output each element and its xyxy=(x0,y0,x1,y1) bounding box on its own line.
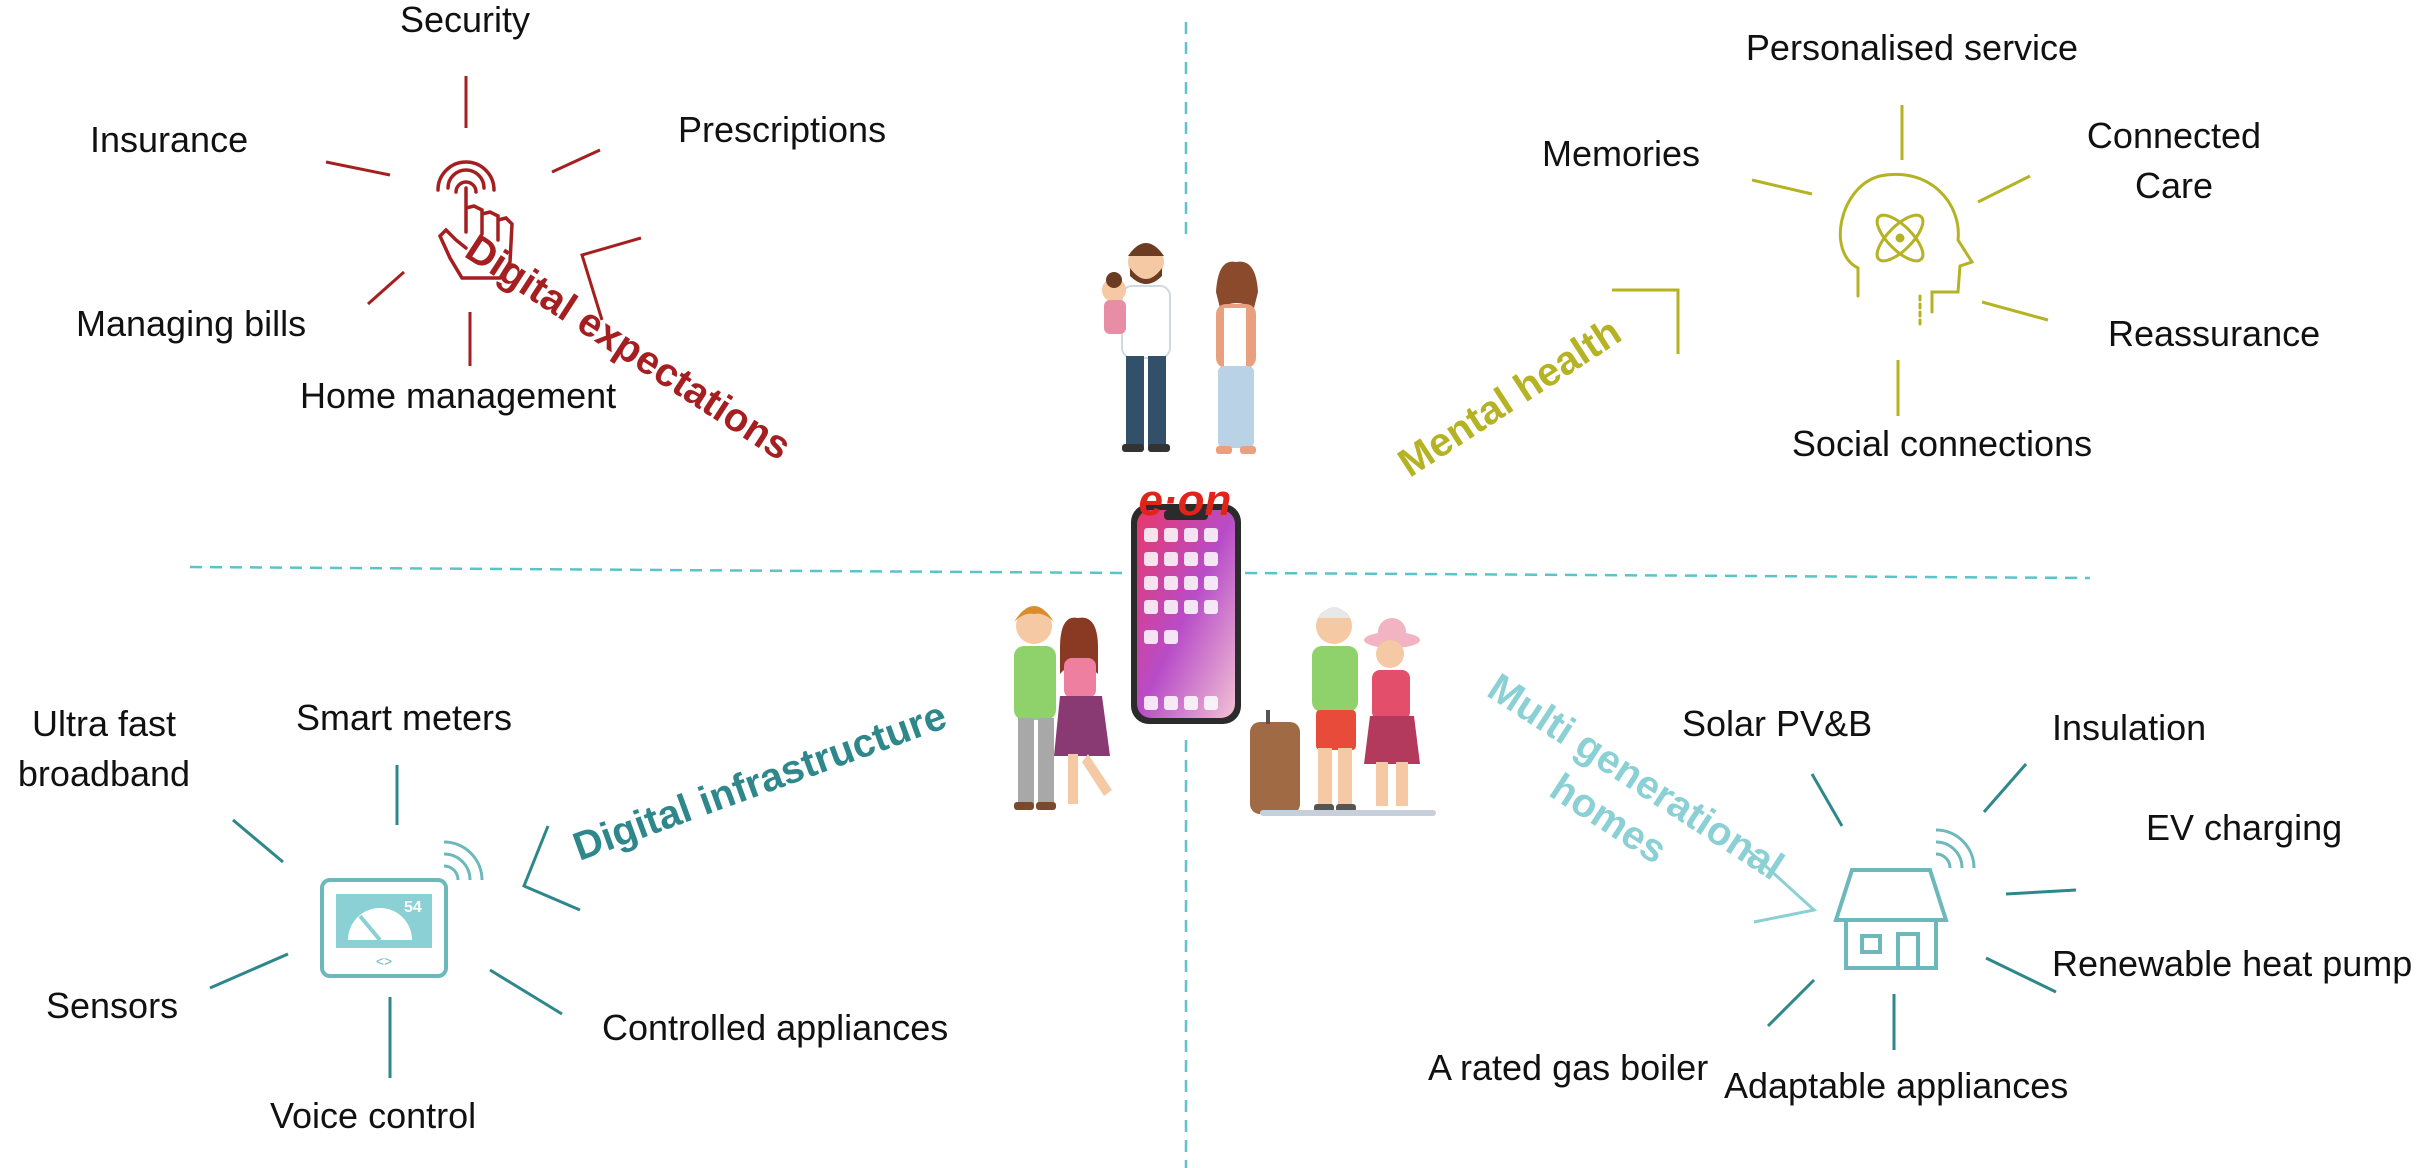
label-adaptable-appliances: Adaptable appliances xyxy=(1724,1065,2069,1106)
label-security: Security xyxy=(399,0,531,40)
label-social-connections: Social connections xyxy=(1791,423,2093,464)
touch-fingerprint-icon xyxy=(436,160,514,280)
svg-text:54: 54 xyxy=(404,899,422,916)
multi-generational-spokes xyxy=(1766,763,2077,1050)
label-renewable-heat-pump: Renewable heat pump xyxy=(2052,943,2413,984)
digital-infrastructure-spokes xyxy=(209,765,581,1078)
label-home-management: Home management xyxy=(300,375,617,416)
label-voice-control: Voice control xyxy=(270,1095,477,1136)
label-insurance: Insurance xyxy=(90,119,249,160)
label-sensors: Sensors xyxy=(46,985,179,1026)
smart-meter-icon: 54 <> xyxy=(320,840,484,978)
label-solar-pvb: Solar PV&B xyxy=(1682,703,1873,744)
quadrant-dividers xyxy=(189,22,2091,1168)
digital-expectations-spokes xyxy=(325,76,642,366)
svg-text:<>: <> xyxy=(376,953,392,969)
label-managing-bills: Managing bills xyxy=(76,303,307,344)
label-insulation: Insulation xyxy=(2052,707,2207,748)
divider-horizontal-left xyxy=(189,565,1131,575)
label-ev-charging: EV charging xyxy=(2146,807,2343,848)
smartphone-illustration xyxy=(1131,504,1241,724)
young-couple-illustration xyxy=(1014,606,1112,810)
label-connected: Connected xyxy=(2086,115,2262,156)
label-ultra-fast: Ultra fast xyxy=(31,703,177,744)
senior-couple-illustration xyxy=(1250,607,1436,816)
divider-horizontal-right xyxy=(1244,571,2091,580)
multi-generational-chevron xyxy=(1746,848,1818,924)
eon-logo: e·on xyxy=(1138,476,1232,525)
mental-health-spokes xyxy=(1612,105,2049,416)
label-care: Care xyxy=(2134,165,2214,206)
label-reassurance: Reassurance xyxy=(2108,313,2321,354)
label-controlled-appliances: Controlled appliances xyxy=(602,1007,949,1048)
label-smart-meters: Smart meters xyxy=(296,697,513,738)
label-a-rated-gas-boiler: A rated gas boiler xyxy=(1428,1047,1709,1088)
label-broadband: broadband xyxy=(17,753,191,794)
label-prescriptions: Prescriptions xyxy=(678,109,887,150)
head-atom-icon xyxy=(1838,172,1975,326)
smart-house-icon xyxy=(1833,828,1976,970)
label-personalised-service: Personalised service xyxy=(1745,27,2079,68)
label-memories: Memories xyxy=(1542,133,1701,174)
family-illustration xyxy=(1102,243,1258,454)
